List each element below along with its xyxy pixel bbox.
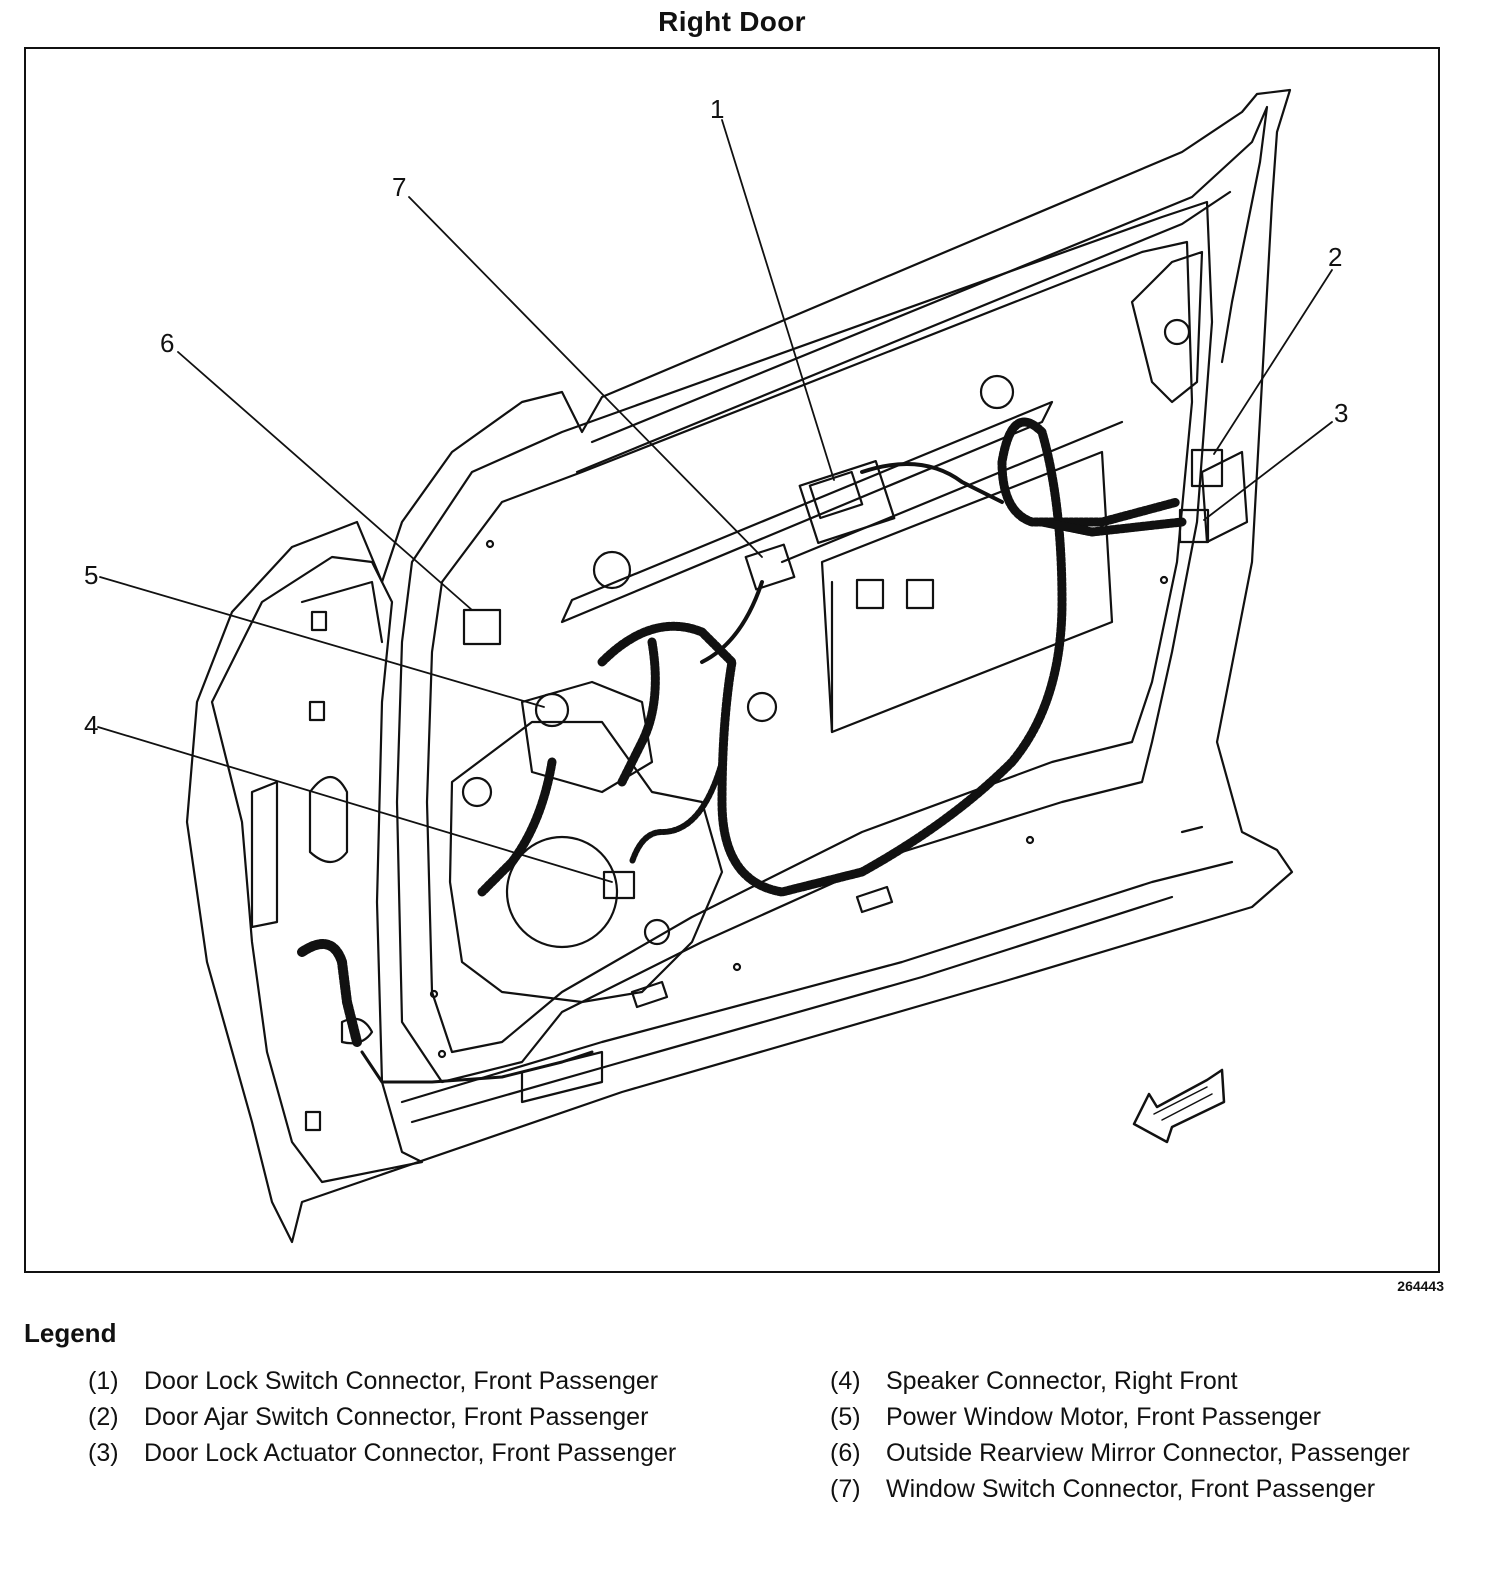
- legend-number: (1): [88, 1367, 119, 1395]
- legend-number: (3): [88, 1439, 119, 1467]
- legend-text: Door Ajar Switch Connector, Front Passen…: [144, 1403, 649, 1431]
- legend-text: Speaker Connector, Right Front: [886, 1367, 1238, 1395]
- legend-text: Window Switch Connector, Front Passenger: [886, 1475, 1376, 1503]
- connector-4: [602, 870, 636, 900]
- door-outer-shell: [185, 88, 1294, 1244]
- legend-item: (3) Door Lock Actuator Connector, Front …: [88, 1438, 708, 1468]
- legend-number: (2): [88, 1403, 119, 1431]
- connector-2: [1190, 448, 1224, 488]
- window-frame: [590, 105, 1269, 444]
- diagram-frame: 1 2 3 4 5 6 7: [24, 47, 1440, 1273]
- legend-item: (2) Door Ajar Switch Connector, Front Pa…: [88, 1402, 708, 1432]
- legend-text: Door Lock Switch Connector, Front Passen…: [144, 1367, 659, 1395]
- front-arrow: [1132, 1068, 1226, 1144]
- callout-6: 6: [160, 328, 174, 358]
- callout-1: 1: [710, 94, 724, 124]
- inner-panel: [395, 200, 1214, 1084]
- callout-5: 5: [84, 560, 98, 590]
- window-motor: [520, 680, 654, 794]
- regulator-rail: [560, 400, 1054, 624]
- leader-lines: [97, 119, 1333, 883]
- legend-item: (6) Outside Rearview Mirror Connector, P…: [830, 1438, 1450, 1468]
- legend-number: (5): [830, 1403, 861, 1431]
- legend-item: (5) Power Window Motor, Front Passenger: [830, 1402, 1450, 1432]
- legend-item: (1) Door Lock Switch Connector, Front Pa…: [88, 1366, 708, 1396]
- legend-text: Power Window Motor, Front Passenger: [886, 1403, 1321, 1431]
- callout-4: 4: [84, 710, 98, 740]
- page-title: Right Door: [658, 6, 806, 37]
- legend-number: (7): [830, 1475, 861, 1503]
- legend-text: Outside Rearview Mirror Connector, Passe…: [886, 1439, 1410, 1467]
- connector-6: [462, 608, 502, 646]
- lock-module: [1130, 250, 1204, 404]
- legend-text: Door Lock Actuator Connector, Front Pass…: [144, 1439, 677, 1467]
- connector-7: [744, 543, 796, 591]
- callout-2: 2: [1328, 242, 1342, 272]
- legend-item: (7) Window Switch Connector, Front Passe…: [830, 1474, 1450, 1504]
- legend-number: (4): [830, 1367, 861, 1395]
- access-cutout: [448, 720, 724, 1004]
- figure-number: 264443: [1397, 1278, 1444, 1294]
- hinge-panel: [210, 555, 424, 1184]
- legend-number: (6): [830, 1439, 861, 1467]
- wiring-harness: [597, 417, 1182, 897]
- callout-3: 3: [1334, 398, 1348, 428]
- connector-1: [808, 470, 864, 520]
- legend-column-right: (4) Speaker Connector, Right Front (5) P…: [830, 1366, 1450, 1510]
- door-diagram: 1 2 3 4 5 6 7: [84, 88, 1348, 1244]
- callout-7: 7: [392, 172, 406, 202]
- legend-heading: Legend: [24, 1318, 117, 1348]
- legend-item: (4) Speaker Connector, Right Front: [830, 1366, 1450, 1396]
- legend-column-left: (1) Door Lock Switch Connector, Front Pa…: [88, 1366, 708, 1474]
